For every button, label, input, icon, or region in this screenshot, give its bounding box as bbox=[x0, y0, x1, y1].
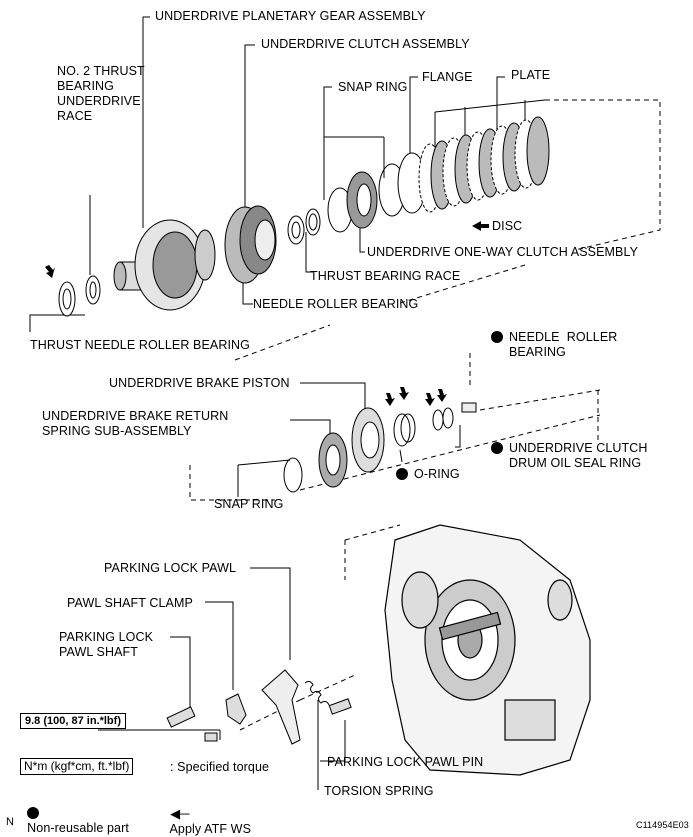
torque-spec-box: 9.8 (100, 87 in.*lbf) bbox=[20, 713, 126, 729]
label-plate: PLATE bbox=[511, 68, 551, 82]
legend-unit-box: N*m (kgf*cm, ft.*lbf) bbox=[20, 758, 134, 775]
label-thrust-bearing-race: THRUST BEARING RACE bbox=[310, 269, 461, 283]
label-flange: FLANGE bbox=[422, 70, 473, 84]
label-needle-roller-bearing-2: NEEDLE ROLLER BEARING bbox=[509, 330, 618, 359]
label-needle-roller-bearing: NEEDLE ROLLER BEARING bbox=[253, 297, 419, 311]
label-underdrive-clutch: UNDERDRIVE CLUTCH ASSEMBLY bbox=[261, 37, 470, 51]
label-thrust-needle-roller-bearing: THRUST NEEDLE ROLLER BEARING bbox=[30, 338, 250, 352]
label-underdrive-brake-piston: UNDERDRIVE BRAKE PISTON bbox=[109, 376, 290, 390]
label-snap-ring-mid: SNAP RING bbox=[214, 497, 284, 511]
label-o-ring: O-RING bbox=[414, 467, 460, 481]
label-no2-thrust-bearing-race: NO. 2 THRUST BEARING UNDERDRIVE RACE bbox=[57, 64, 145, 123]
label-parking-lock-pawl-shaft: PARKING LOCK PAWL SHAFT bbox=[59, 630, 154, 659]
label-underdrive-planetary: UNDERDRIVE PLANETARY GEAR ASSEMBLY bbox=[155, 9, 426, 23]
clutch-disc bbox=[526, 116, 550, 186]
label-snap-ring-top: SNAP RING bbox=[338, 80, 408, 94]
non-reusable-dot-icon bbox=[27, 807, 40, 819]
label-pawl-shaft-clamp: PAWL SHAFT CLAMP bbox=[67, 596, 193, 610]
legend-non-reusable-text: Non-reusable part bbox=[27, 821, 129, 835]
corner-mark: N bbox=[6, 816, 15, 828]
label-parking-lock-pawl-pin: PARKING LOCK PAWL PIN bbox=[327, 755, 484, 769]
legend-apply-atf: ◀─ Apply ATF WS bbox=[163, 791, 251, 837]
label-parking-lock-pawl: PARKING LOCK PAWL bbox=[104, 561, 237, 575]
label-torsion-spring: TORSION SPRING bbox=[324, 784, 434, 798]
figure-code: C114954E03 bbox=[636, 820, 689, 830]
legend-apply-atf-text: Apply ATF WS bbox=[169, 822, 252, 836]
label-brake-return-spring: UNDERDRIVE BRAKE RETURN SPRING SUB-ASSEM… bbox=[42, 409, 229, 438]
atf-arrow-icon: ◀─ bbox=[170, 806, 190, 821]
label-disc: DISC bbox=[492, 219, 523, 233]
label-one-way-clutch: UNDERDRIVE ONE-WAY CLUTCH ASSEMBLY bbox=[367, 245, 639, 259]
legend-non-reusable: Non-reusable part bbox=[20, 791, 129, 836]
legend-unit-description: : Specified torque bbox=[170, 760, 270, 774]
label-drum-oil-seal-ring: UNDERDRIVE CLUTCH DRUM OIL SEAL RING bbox=[509, 441, 648, 470]
